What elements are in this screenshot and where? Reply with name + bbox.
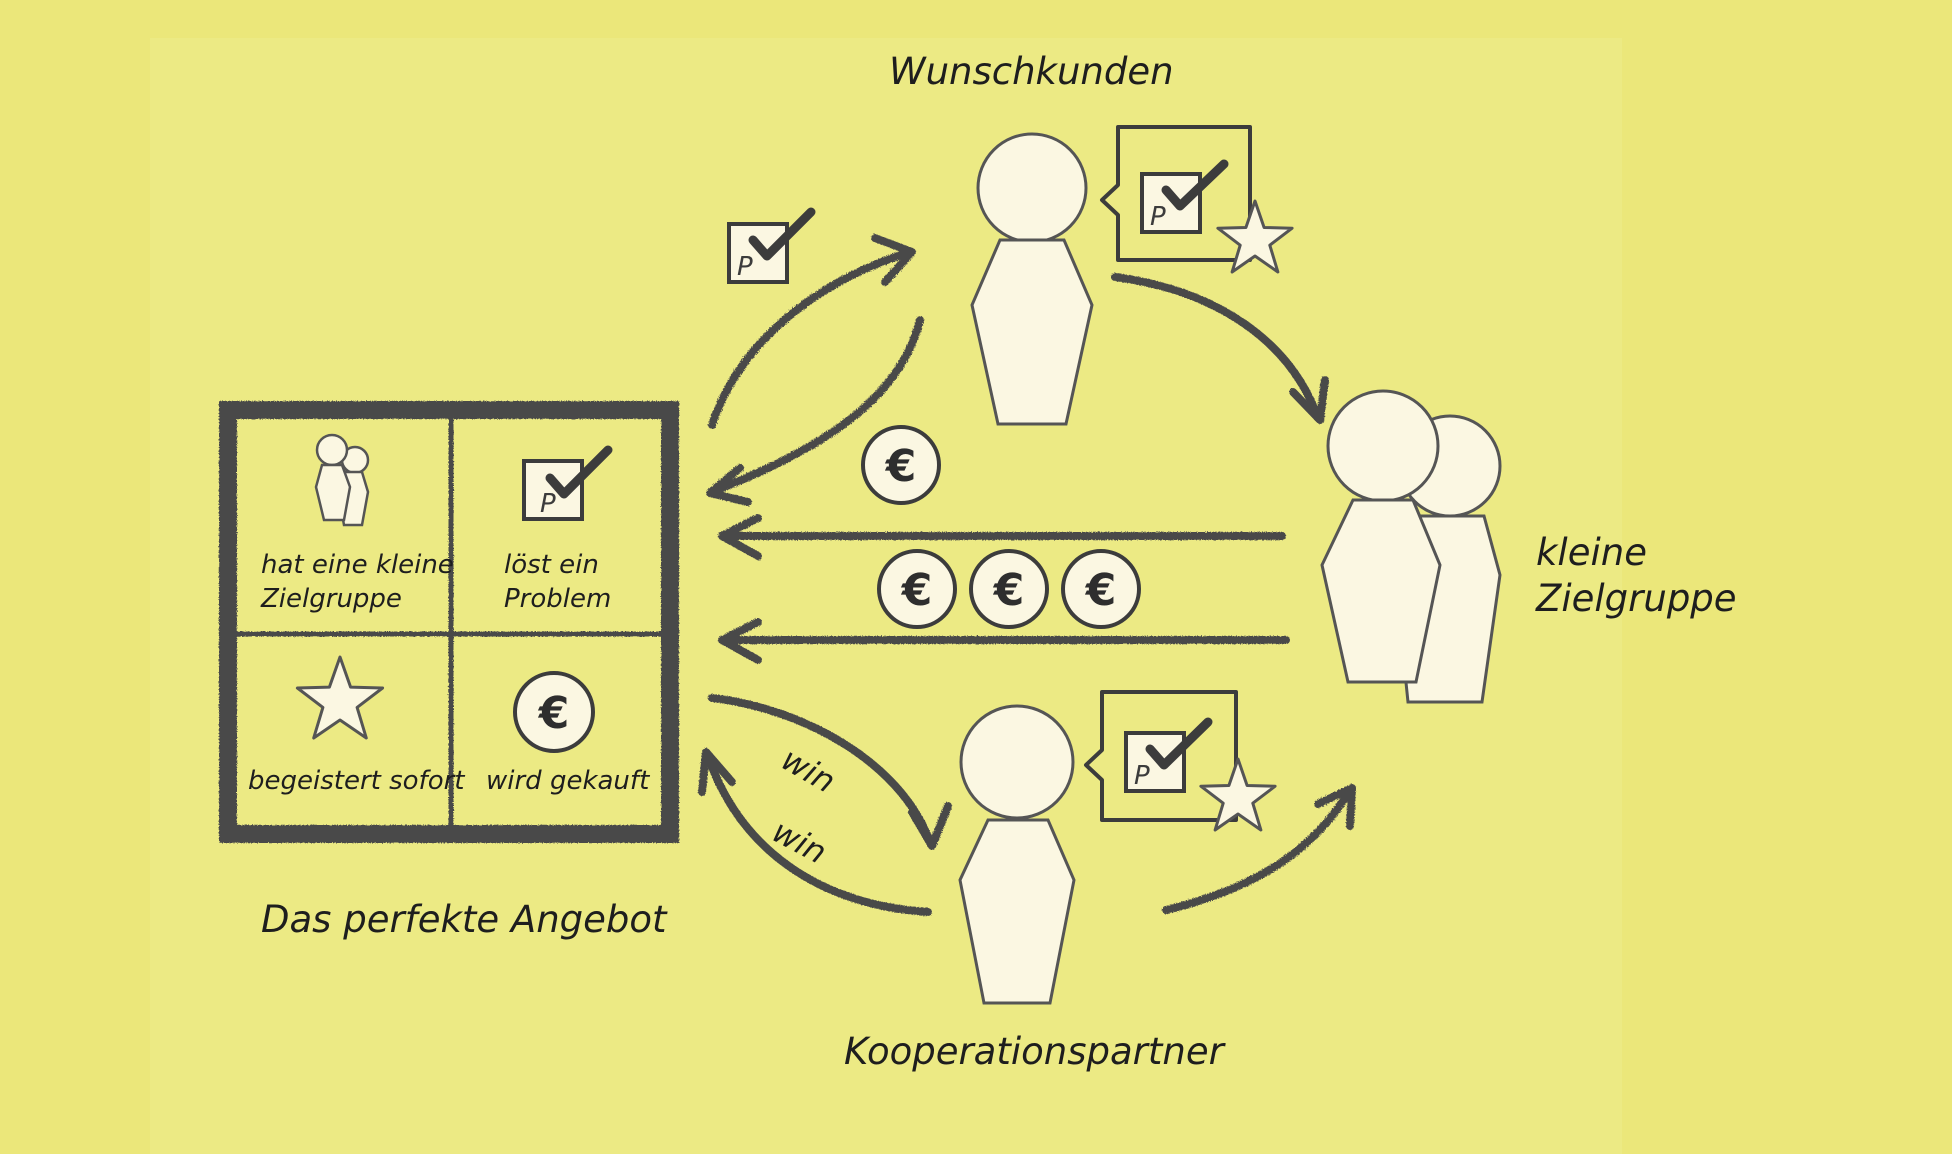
arrow-head — [698, 748, 736, 796]
arrow-head — [1314, 784, 1356, 830]
problem-check-icon: P — [727, 207, 816, 284]
arrow-head — [706, 464, 752, 506]
euro-coin-icon: € — [1061, 549, 1141, 629]
svg-text:€: € — [1085, 565, 1117, 616]
svg-text:P: P — [737, 252, 753, 282]
star-icon — [1199, 757, 1277, 832]
label-kleine-zielgruppe: kleine Zielgruppe — [1536, 530, 1737, 622]
arrow-head — [871, 234, 916, 286]
arrow-kooperationspartner-to-zielgruppe — [1162, 786, 1354, 914]
kleine-zielgruppe-figures — [1320, 389, 1502, 704]
arrow-head — [1289, 376, 1329, 424]
wunschkunden-speech-bubble: P — [1100, 125, 1294, 274]
label-kooperationspartner: Kooperationspartner — [844, 1030, 1224, 1073]
kooperationspartner-figure — [958, 704, 1076, 1005]
star-icon — [1216, 199, 1294, 274]
check-letter: P — [540, 489, 556, 519]
problem-check-icon: P — [522, 445, 613, 521]
euro-coin-icon: € — [861, 425, 941, 505]
offer-cell-text-gekauft: wird gekauft — [486, 766, 650, 796]
offer-cell-text-line: hat eine kleine — [261, 550, 454, 580]
label-kleine-zielgruppe-line-2: Zielgruppe — [1536, 577, 1737, 620]
offer-grid-frame — [219, 401, 679, 843]
arrow-wunschkunden-to-zielgruppe — [1111, 273, 1322, 422]
arrow-kooperationspartner-to-offer — [704, 752, 932, 916]
euro-coin-icon: € — [877, 549, 957, 629]
label-wunschkunden: Wunschkunden — [889, 50, 1174, 93]
kooperationspartner-speech-bubble: P — [1084, 690, 1277, 832]
arrow-offer-to-wunschkunden — [708, 248, 914, 429]
offer-cell-text-zielgruppe: hat eine kleine Zielgruppe — [261, 548, 454, 616]
offer-cell-text-begeistert: begeistert sofort — [248, 766, 465, 796]
offer-grid — [219, 401, 679, 843]
offer-cell-text-problem: löst ein Problem — [504, 548, 611, 616]
svg-text:€: € — [993, 565, 1025, 616]
euro-coin-icon: € — [513, 671, 595, 753]
arrow-head — [718, 618, 762, 664]
svg-text:€: € — [538, 688, 570, 739]
svg-text:P: P — [1150, 202, 1166, 232]
offer-cell-text-line: Problem — [504, 584, 612, 614]
offer-cell-text-line: Zielgruppe — [261, 584, 402, 614]
svg-text:€: € — [901, 565, 933, 616]
people-icon — [314, 433, 370, 527]
offer-cell-text-line: löst ein — [504, 550, 599, 580]
arrow-wunschkunden-to-offer — [708, 316, 924, 496]
arrow-head — [908, 802, 952, 850]
label-das-perfekte-angebot: Das perfekte Angebot — [261, 898, 667, 941]
label-kleine-zielgruppe-line-1: kleine — [1536, 531, 1647, 574]
wunschkunden-figure — [970, 132, 1094, 426]
svg-text:€: € — [885, 441, 917, 492]
euro-coin-icon: € — [969, 549, 1049, 629]
arrow-head — [718, 514, 762, 560]
star-icon — [295, 655, 385, 740]
svg-text:P: P — [1134, 761, 1150, 791]
